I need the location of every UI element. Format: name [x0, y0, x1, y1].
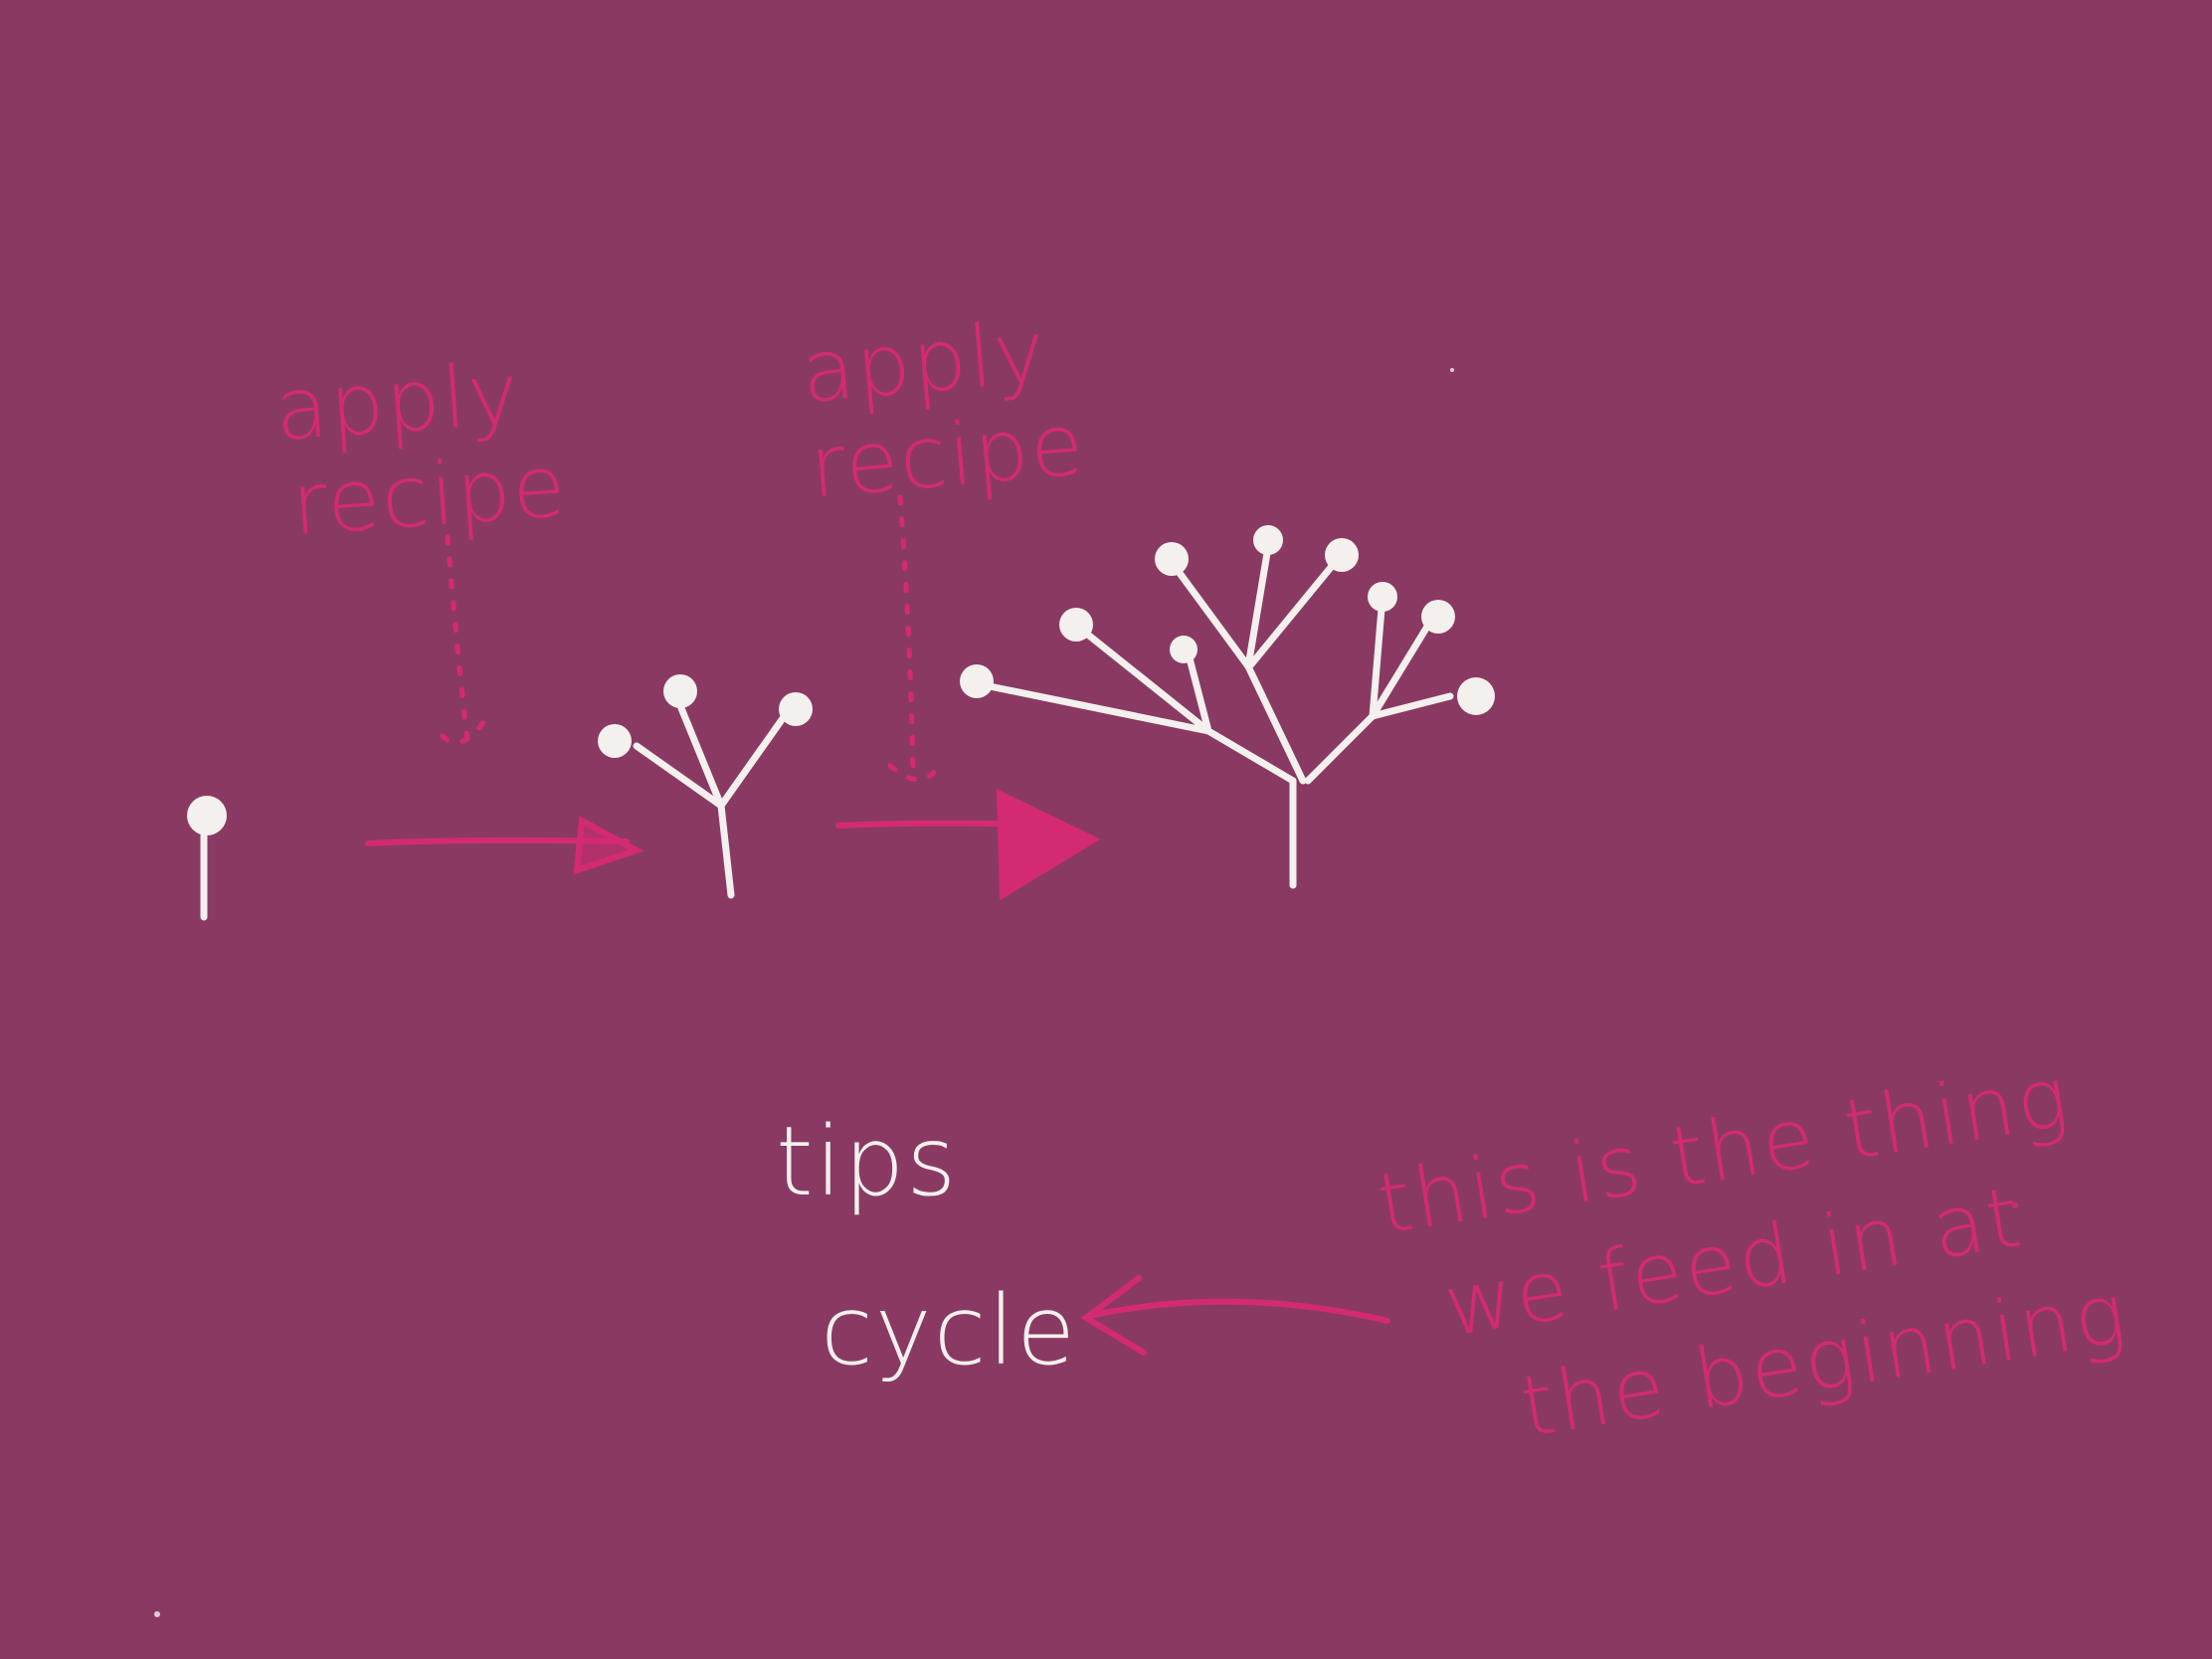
recipe-dash-arrow-2: [887, 494, 938, 783]
chalk-specks: [154, 368, 2018, 1617]
sprout-stage-1: [187, 796, 227, 921]
recipe-label-2-line2: recipe: [806, 394, 1090, 518]
note-arrow: [1080, 1275, 1390, 1356]
grow-arrow-2: [835, 789, 1101, 901]
tips-word: tips: [776, 1106, 959, 1217]
recipe-label-2: apply recipe: [798, 302, 1090, 518]
recipe-label-1-line1: apply: [272, 344, 524, 461]
recipe-label-1: apply recipe: [272, 344, 571, 556]
recipe-dash-arrow-1: [440, 534, 490, 746]
cycle-word: cycle: [821, 1275, 1078, 1386]
grow-arrow-1: [365, 816, 645, 875]
sprout-stage-2: [598, 674, 813, 899]
recipe-label-1-line2: recipe: [288, 436, 571, 556]
sprout-stage-3: [960, 525, 1495, 889]
